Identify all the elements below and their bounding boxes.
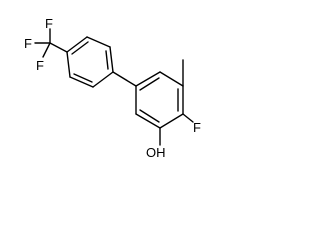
fluorine-label-ring: F xyxy=(193,120,201,135)
bond-ring-fluorine xyxy=(182,113,194,123)
bond-ring1-f xyxy=(66,51,71,78)
bond-ring1-c xyxy=(109,46,114,73)
bond-ring1-e-inner xyxy=(73,73,93,83)
bond-ring1-e xyxy=(69,76,94,88)
bond-cf3-ring xyxy=(49,42,68,53)
bond-ring2-e xyxy=(135,113,161,129)
bond-ring1-a xyxy=(66,36,88,53)
fluorine-label-top-left: F xyxy=(24,36,32,51)
fluorine-label-lower-left: F xyxy=(36,58,44,73)
hydroxyl-label: OH xyxy=(146,145,166,160)
bond-ring2-b xyxy=(159,71,184,87)
bond-ring1-d xyxy=(92,71,114,88)
fluorine-label-top-mid: F xyxy=(45,16,53,31)
bond-biaryl xyxy=(112,71,137,87)
bond-ring2-e-inner xyxy=(139,109,160,123)
bond-c-f-lower-left xyxy=(42,42,51,58)
bond-ring2-a-inner xyxy=(139,77,160,91)
bond-ring2-d xyxy=(159,113,184,129)
chemical-structure-diagram: F F F F OH xyxy=(24,16,201,160)
bond-ring2-a xyxy=(135,71,161,87)
bond-ring1-c-inner xyxy=(105,50,109,70)
bond-ring1-b xyxy=(86,36,111,48)
bond-ring1-a-inner xyxy=(71,41,89,55)
